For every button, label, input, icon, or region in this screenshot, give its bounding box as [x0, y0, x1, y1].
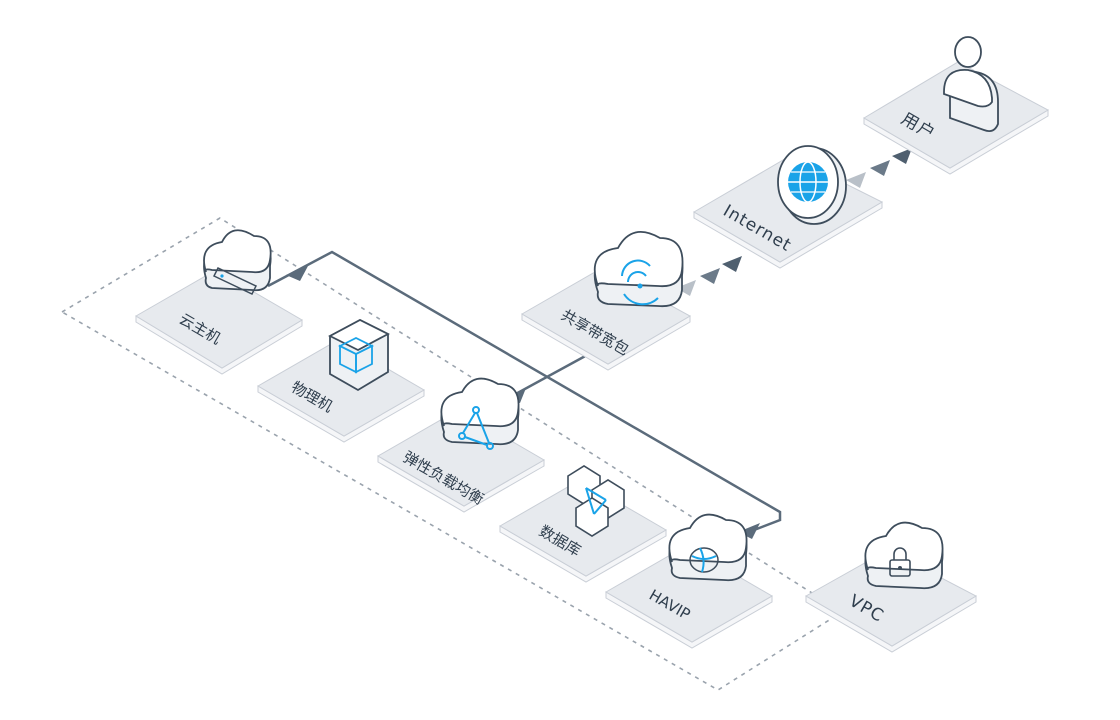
database-icon [567, 465, 625, 537]
arrows-bw-internet [676, 256, 742, 296]
globe-icon [777, 145, 847, 225]
node-havip[interactable]: HAVIP [605, 513, 773, 649]
node-db[interactable]: 数据库 [499, 465, 667, 583]
node-vpc[interactable]: VPC [804, 521, 978, 653]
arrows-internet-user [846, 148, 912, 188]
havip-icon [668, 513, 748, 582]
server-icon [203, 229, 272, 295]
node-internet[interactable]: Internet [693, 145, 884, 269]
line-cvm-havip [267, 250, 782, 542]
node-user[interactable]: 用户 [863, 36, 1050, 175]
node-bm[interactable]: 物理机 [257, 318, 425, 443]
node-shared-bw[interactable]: 共享带宽包 [521, 231, 692, 371]
loadbalancer-icon [440, 377, 520, 450]
arrow-havip [738, 523, 760, 539]
arrow-cvm [286, 266, 308, 281]
bandwidth-icon [593, 231, 684, 308]
node-cvm[interactable]: 云主机 [135, 229, 303, 375]
box-icon [328, 318, 390, 392]
lock-icon [864, 521, 944, 590]
user-icon [943, 36, 999, 133]
